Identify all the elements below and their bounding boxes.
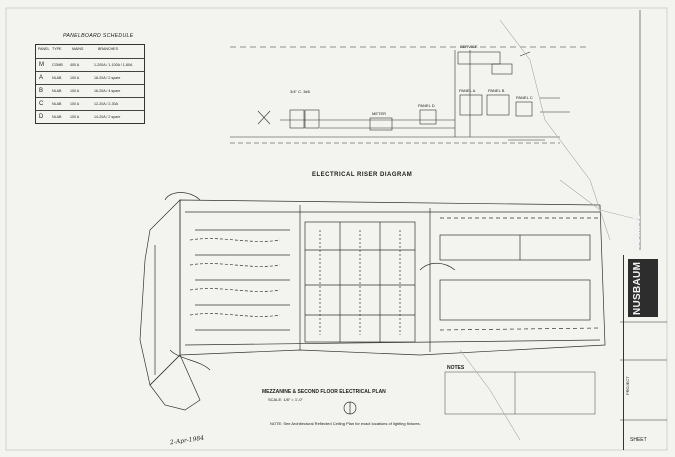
legend xyxy=(444,371,596,415)
plan-title: MEZZANINE & SECOND FLOOR ELECTRICAL PLAN xyxy=(262,389,386,395)
panelboard-schedule-table: PANEL TYPE MAINS BRANCHES M COMB 400 A 1… xyxy=(35,44,145,124)
schedule-row: A NLAB 100 A 18-20A / 2 spare xyxy=(36,71,144,85)
paper-crease xyxy=(459,19,641,441)
schedule-title: PANELBOARD SCHEDULE xyxy=(63,33,134,39)
schedule-row: B NLAB 100 A 16-20A / 4 spare xyxy=(36,84,144,98)
floor-plan xyxy=(139,192,606,415)
sheet-label: SHEET xyxy=(630,437,647,443)
riser-panel-label: PANEL B xyxy=(488,88,505,93)
schedule-row: D NLAB 100 A 14-20A / 2 spare xyxy=(36,110,144,124)
plan-scale: SCALE: 1/8" = 1'-0" xyxy=(268,397,303,402)
project-label: PROJECT xyxy=(625,376,630,395)
riser-service-label: SERVICE xyxy=(460,44,478,49)
riser-panel-label: PANEL A xyxy=(459,88,476,93)
title-block-lines xyxy=(620,10,667,421)
riser-panel-label: PANEL C xyxy=(516,95,533,100)
riser-meter-label: METER xyxy=(372,111,386,116)
schedule-row: M COMB 400 A 1-200A / 1-100A / 1-60A xyxy=(36,58,144,72)
schedule-header-mains: MAINS xyxy=(72,47,84,51)
riser-panel-label: PANEL D xyxy=(418,103,435,108)
schedule-header-panel: PANEL xyxy=(38,47,50,51)
firm-logo: NUSBAUM THOMAS xyxy=(628,214,658,317)
riser-diagram-title: ELECTRICAL RISER DIAGRAM xyxy=(312,172,413,178)
title-block xyxy=(623,255,664,450)
legend-title: NOTES xyxy=(447,365,465,371)
schedule-row: C NLAB 100 A 12-20A / 2-30A xyxy=(36,97,144,111)
schedule-header-type: TYPE xyxy=(52,47,62,51)
schedule-header-branches: BRANCHES xyxy=(98,47,118,51)
plan-note: NOTE: See Architectural Reflected Ceilin… xyxy=(270,421,421,426)
riser-diagram xyxy=(230,46,590,144)
riser-note: 3/4" C. 3#6 xyxy=(290,89,310,94)
